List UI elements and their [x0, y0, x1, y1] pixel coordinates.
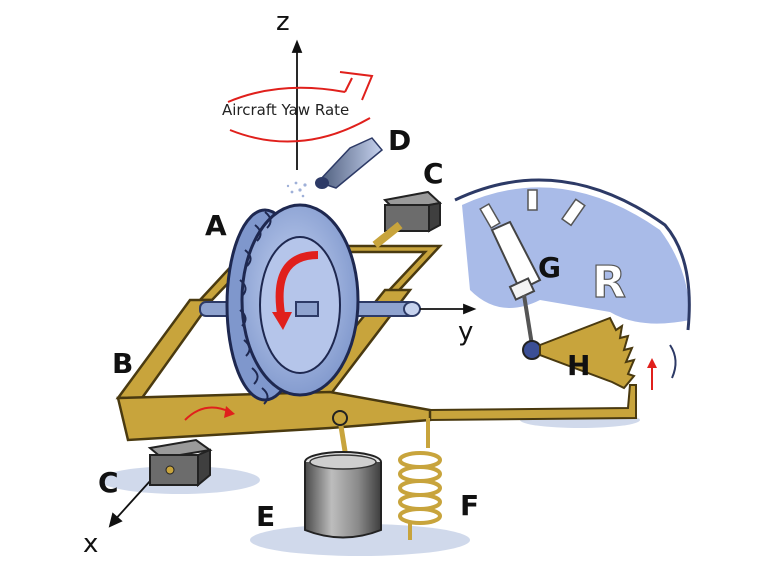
dial-tick-3	[560, 198, 586, 227]
dial-tick-1	[479, 202, 501, 230]
dashpot-damper	[304, 410, 382, 539]
axis-label-y: y	[458, 317, 473, 347]
label-b: B	[112, 347, 133, 380]
label-a: A	[205, 209, 227, 242]
label-c-bottom: C	[98, 466, 119, 499]
dial-tick-2	[527, 189, 538, 211]
air-jet-nozzle	[286, 137, 384, 198]
label-d: D	[388, 124, 411, 157]
label-e: E	[256, 500, 275, 533]
axis-label-x: x	[83, 529, 98, 559]
label-g: G	[538, 251, 561, 284]
label-h: H	[567, 349, 590, 382]
yaw-rate-arrow	[227, 71, 374, 143]
dial-letter-r: R	[592, 257, 626, 308]
restraining-spring	[398, 418, 442, 540]
indicator-dial: R	[454, 178, 691, 379]
bearing-block-bottom	[147, 406, 241, 488]
toothed-sector	[539, 316, 636, 390]
yaw-rate-label: Aircraft Yaw Rate	[222, 101, 349, 119]
axis-label-z: z	[276, 7, 290, 37]
label-f: F	[460, 489, 479, 522]
bearing-block-top	[372, 190, 443, 249]
label-c-top: C	[423, 157, 444, 190]
dial-needle	[490, 220, 542, 360]
gyro-rotor-wheel	[225, 203, 360, 405]
